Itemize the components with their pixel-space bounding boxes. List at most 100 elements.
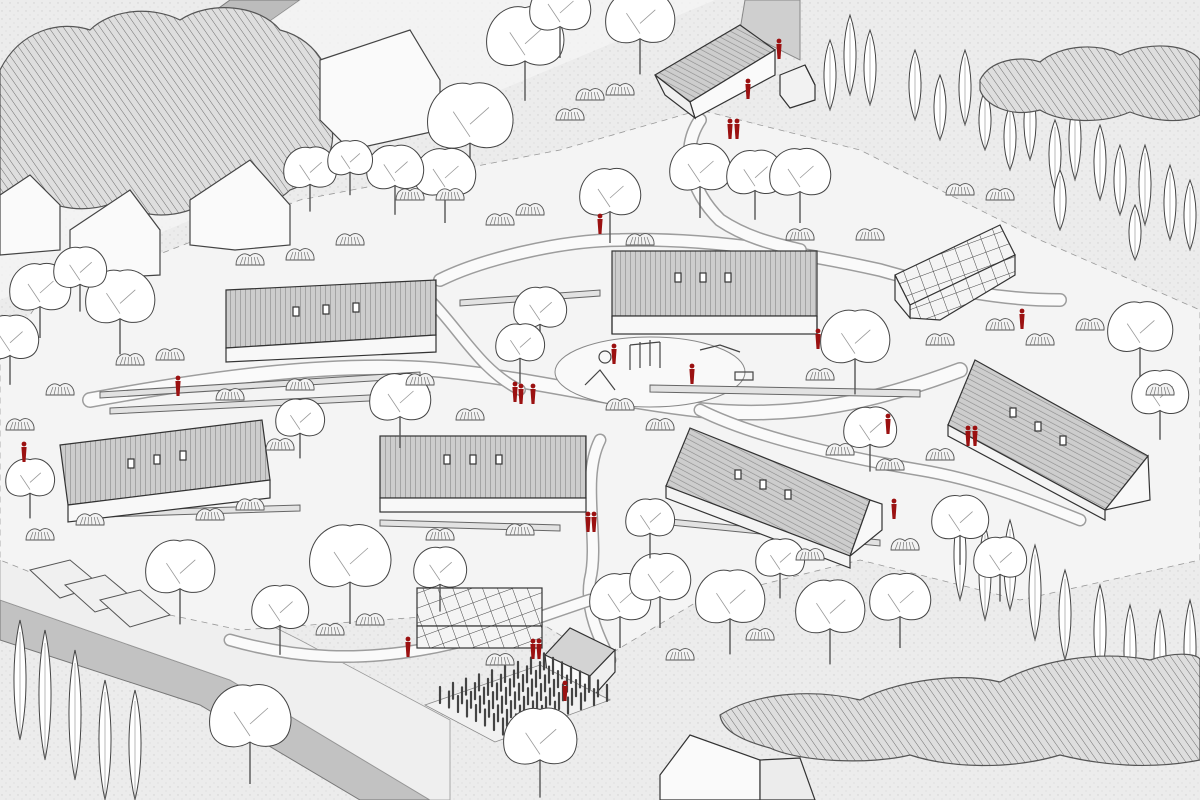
conifer-tree-icon xyxy=(1183,178,1197,252)
shrub-icon xyxy=(1145,383,1175,396)
conifer-tree-icon xyxy=(843,13,857,97)
person-icon xyxy=(21,441,27,462)
barn-top xyxy=(653,24,777,120)
deciduous-tree-icon xyxy=(0,314,40,385)
shrub-icon xyxy=(45,383,75,396)
deciduous-tree-icon xyxy=(327,139,374,196)
conifer-tree-icon xyxy=(958,48,972,127)
deciduous-tree-icon xyxy=(695,569,766,655)
person-icon xyxy=(175,375,181,396)
deciduous-tree-icon xyxy=(209,684,292,784)
conifer-tree-icon xyxy=(1058,568,1072,662)
person-icon xyxy=(518,383,524,404)
people-figures xyxy=(21,38,1025,701)
deciduous-tree-icon xyxy=(769,147,832,223)
conifer-tree-icon xyxy=(1163,163,1177,242)
deciduous-tree-icon xyxy=(366,144,425,215)
deciduous-tree-icon xyxy=(283,146,338,212)
shrub-icon xyxy=(5,418,35,431)
shrub-icon xyxy=(235,498,265,511)
shrub-icon xyxy=(1075,318,1105,331)
neighbour-houses-top-left xyxy=(0,29,441,281)
conifer-tree-icon xyxy=(823,38,837,112)
shrub-clusters xyxy=(5,83,1175,666)
deciduous-tree-icon xyxy=(503,707,578,798)
shrub-icon xyxy=(395,188,425,201)
shrub-icon xyxy=(925,448,955,461)
person-icon xyxy=(536,638,542,659)
shrub-icon xyxy=(25,528,55,541)
shrub-icon xyxy=(890,538,920,551)
building-left xyxy=(59,419,271,523)
shrub-icon xyxy=(285,248,315,261)
person-icon xyxy=(689,363,695,384)
deciduous-tree-icon xyxy=(843,406,898,472)
deciduous-tree-icon xyxy=(5,458,56,519)
building-middle-center xyxy=(379,435,587,513)
conifer-tree-icon xyxy=(38,629,52,761)
conifer-tree-icon xyxy=(128,689,142,800)
shrub-icon xyxy=(605,398,635,411)
shrub-icon xyxy=(485,653,515,666)
shrub-icon xyxy=(435,188,465,201)
conifer-tree-icon xyxy=(908,48,922,122)
conifer-tree-icon xyxy=(98,679,112,800)
shrub-icon xyxy=(795,548,825,561)
deciduous-tree-icon xyxy=(1107,301,1174,382)
shrub-icon xyxy=(215,388,245,401)
hatched-canopy-left xyxy=(0,7,334,216)
shrub-icon xyxy=(805,368,835,381)
conifer-tree-icon xyxy=(933,73,947,142)
conifer-tree-icon xyxy=(1138,143,1152,227)
deciduous-tree-icon xyxy=(625,498,676,559)
shrub-icon xyxy=(455,408,485,421)
person-icon xyxy=(891,498,897,519)
deciduous-tree-icon xyxy=(414,147,477,223)
shrub-icon xyxy=(825,443,855,456)
shrub-icon xyxy=(985,188,1015,201)
shrub-icon xyxy=(605,83,635,96)
deciduous-tree-icon xyxy=(495,323,546,384)
shrub-icon xyxy=(405,373,435,386)
person-icon xyxy=(562,680,568,701)
shrub-icon xyxy=(335,233,365,246)
deciduous-tree-icon xyxy=(869,572,932,648)
shrub-icon xyxy=(855,228,885,241)
person-icon xyxy=(597,213,603,234)
conifer-tree-icon xyxy=(1048,118,1062,192)
conifer-tree-icon xyxy=(1093,123,1107,202)
shrub-icon xyxy=(625,233,655,246)
deciduous-tree-icon xyxy=(53,246,108,312)
shrub-icon xyxy=(575,88,605,101)
greenhouse-top-right xyxy=(894,224,1016,321)
shrub-icon xyxy=(355,613,385,626)
shrub-icon xyxy=(985,318,1015,331)
deciduous-tree-icon xyxy=(309,524,392,624)
person-icon xyxy=(776,38,782,59)
shrub-icon xyxy=(515,203,545,216)
shrub-icon xyxy=(425,528,455,541)
person-icon xyxy=(972,425,978,446)
conifer-tree-icon xyxy=(1113,143,1127,217)
deciduous-tree-icon xyxy=(251,584,310,655)
person-icon xyxy=(530,638,536,659)
shrub-icon xyxy=(235,253,265,266)
person-icon xyxy=(734,118,740,139)
person-icon xyxy=(512,381,518,402)
shrub-icon xyxy=(115,353,145,366)
person-icon xyxy=(591,511,597,532)
shrub-icon xyxy=(505,523,535,536)
conifer-tree-icon xyxy=(68,649,82,781)
shrub-icon xyxy=(155,348,185,361)
person-icon xyxy=(727,118,733,139)
person-icon xyxy=(1019,308,1025,329)
shrub-icon xyxy=(785,228,815,241)
shrub-icon xyxy=(1025,333,1055,346)
building-center-right xyxy=(665,427,883,569)
parked-van xyxy=(779,64,816,109)
person-icon xyxy=(815,328,821,349)
hatched-canopy-right xyxy=(979,45,1200,122)
person-icon xyxy=(611,343,617,364)
person-icon xyxy=(745,78,751,99)
